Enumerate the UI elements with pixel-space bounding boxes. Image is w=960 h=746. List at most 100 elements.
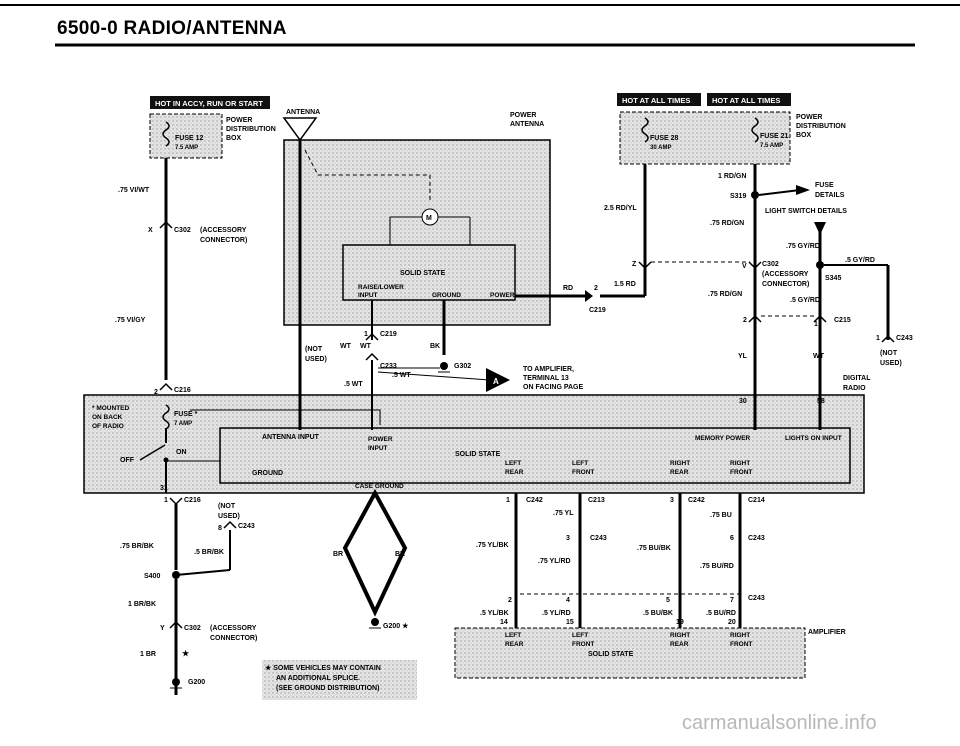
radio-right-label-2: RIGHT — [730, 460, 750, 467]
wire-label-br-bk-1: 1 BR/BK — [128, 601, 156, 608]
wire-label-wt-1: WT — [340, 343, 352, 350]
c216-b-label: C216 — [184, 497, 201, 504]
amp-right-label-1: RIGHT — [670, 632, 690, 639]
not-used-3: (NOT — [880, 350, 898, 357]
acc-label-1: (ACCESSORY — [200, 227, 247, 234]
s345-label: S345 — [825, 275, 841, 282]
pd-left-label-3: BOX — [226, 135, 242, 142]
wire-label-yl-rd-75: .75 YL/RD — [538, 558, 571, 565]
hot-accy-badge — [150, 96, 270, 109]
hot-accy-label: HOT IN ACCY, RUN OR START — [155, 99, 263, 108]
pin-1d: 1 — [164, 497, 168, 504]
wire-label-bu-rd-5: .5 BU/RD — [706, 610, 736, 617]
wire-label-bu-bk-75: .75 BU/BK — [637, 545, 671, 552]
c243-b-symbol — [223, 520, 237, 529]
pin-3b: 3 — [566, 535, 570, 542]
c215-a-symbol — [748, 314, 762, 323]
conn-z: Z — [632, 261, 637, 268]
page-title: 6500-0 RADIO/ANTENNA — [57, 18, 287, 39]
c213-label: C213 — [588, 497, 605, 504]
pin-3a: 3 — [670, 497, 674, 504]
amp-left-label-1: LEFT — [505, 632, 521, 639]
to-amp-letter: A — [493, 377, 499, 386]
power-input-label-1: POWER — [368, 436, 393, 443]
radio-rear-label-1: REAR — [505, 469, 524, 476]
c243-a-label: C243 — [896, 335, 913, 342]
antenna-input-label: ANTENNA INPUT — [262, 434, 320, 441]
c219-a-label: C219 — [380, 331, 397, 338]
s319-splice — [751, 191, 759, 199]
amplifier-label: AMPLIFIER — [808, 629, 846, 636]
not-used-1: (NOT — [305, 346, 323, 353]
pin-6: 6 — [730, 535, 734, 542]
c243-d-label: C243 — [748, 535, 765, 542]
hot-always-badge-2 — [707, 93, 791, 106]
motor-label: M — [426, 215, 432, 222]
wire-label-rd-15: 1.5 RD — [614, 281, 636, 288]
case-ground-wires — [342, 488, 408, 617]
not-used-5: (NOT — [218, 503, 236, 510]
c243-e-label: C243 — [748, 595, 765, 602]
switch-off-label: OFF — [120, 457, 135, 464]
pin-2d: 2 — [508, 597, 512, 604]
acc-label-5: (ACCESSORY — [210, 625, 257, 632]
pin-58: 58 — [817, 398, 825, 405]
wire-label-wt-5a: .5 WT — [392, 372, 411, 379]
lights-on-label: LIGHTS ON INPUT — [785, 435, 842, 442]
acc-label-2: CONNECTOR) — [200, 237, 247, 244]
c215-b-symbol — [813, 314, 827, 323]
not-used-4: USED) — [880, 360, 902, 367]
amp-right-label-2: RIGHT — [730, 632, 750, 639]
c215-label: C215 — [834, 317, 851, 324]
acc-label-3: (ACCESSORY — [762, 271, 809, 278]
pd-right-label-2: DISTRIBUTION — [796, 123, 846, 130]
radio-left-label-2: LEFT — [572, 460, 588, 467]
antenna-icon — [282, 117, 318, 142]
to-amp-label-3: ON FACING PAGE — [523, 384, 583, 391]
c214-label: C214 — [748, 497, 765, 504]
light-switch-label: LIGHT SWITCH DETAILS — [765, 208, 847, 215]
s400-join — [175, 569, 231, 576]
wire-label-yl-rd-5: .5 YL/RD — [542, 610, 571, 617]
fuse-12-symbol — [162, 121, 170, 147]
star-marker: ★ — [182, 649, 190, 658]
wire-label-wt: WT — [813, 353, 825, 360]
s319-label: S319 — [730, 193, 746, 200]
c216-a-label: C216 — [174, 387, 191, 394]
wire-label-wt-2: WT — [360, 343, 372, 350]
digital-radio-label-1: DIGITAL — [843, 375, 871, 382]
mounted-fuse-symbol — [162, 404, 170, 430]
g200-a-ground — [172, 678, 180, 686]
pd-right-label-1: POWER — [796, 114, 822, 121]
mounted-label-2: ON BACK — [92, 414, 123, 421]
c243-b-label: C243 — [238, 523, 255, 530]
pin-15: 15 — [566, 619, 574, 626]
amp-front-label-1: FRONT — [572, 641, 594, 648]
g200-b-ground — [371, 618, 379, 626]
wire-label-bu-75: .75 BU — [710, 512, 732, 519]
wire-label-yl-bk-75: .75 YL/BK — [476, 542, 509, 549]
amp-rear-label-2: REAR — [670, 641, 689, 648]
not-used-2: USED) — [305, 356, 327, 363]
radio-rear-label-2: REAR — [670, 469, 689, 476]
radio-front-label-1: FRONT — [572, 469, 594, 476]
wire-label-br-a: BR — [333, 551, 343, 558]
hot-always-label-2: HOT AT ALL TIMES — [712, 96, 780, 105]
c216-a-symbol — [159, 382, 173, 391]
c233-symbol — [365, 352, 379, 361]
to-amp-label-2: TERMINAL 13 — [523, 375, 569, 382]
c233-label: C233 — [380, 363, 397, 370]
fuse-12-box — [149, 113, 223, 159]
c302-a-symbol — [159, 220, 173, 229]
wire-label-vi-gy: .75 VI/GY — [115, 317, 146, 324]
c302-c-symbol — [169, 620, 183, 629]
fuse-21-symbol — [751, 117, 759, 143]
amp-rear-label-1: REAR — [505, 641, 524, 648]
acc-label-6: CONNECTOR) — [210, 635, 257, 642]
not-used-6: USED) — [218, 513, 240, 520]
light-switch-arrow — [814, 222, 826, 235]
wire-label-rd: RD — [563, 285, 573, 292]
c219-a-symbol — [365, 332, 379, 341]
pin-2b: 2 — [594, 285, 598, 292]
